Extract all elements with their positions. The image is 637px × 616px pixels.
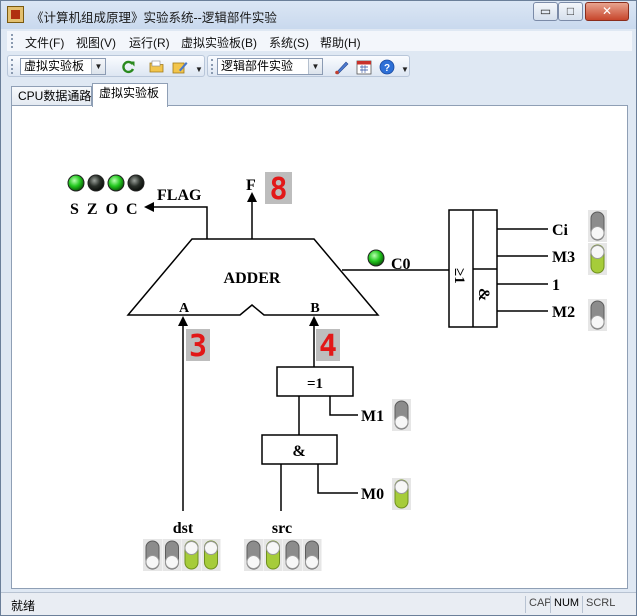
src-switch-1[interactable]: [263, 539, 283, 571]
tab-virtual-board[interactable]: 虚拟实验板: [92, 83, 168, 107]
status-bar: 就绪 CAP NUM SCRL: [1, 592, 636, 615]
maximize-button[interactable]: □: [558, 2, 583, 21]
xor-gate: [276, 366, 354, 397]
menu-run[interactable]: 运行(R): [129, 36, 170, 50]
input-b-label: B: [310, 301, 319, 316]
flag-led-o: [107, 174, 125, 192]
flag-letters: S Z O C: [70, 201, 140, 218]
ci-label: Ci: [552, 222, 569, 239]
toolbar-main: 虚拟实验板 ▼ ▼: [7, 55, 205, 77]
or-gate-label: ≥1: [451, 268, 467, 284]
menu-help[interactable]: 帮助(H): [320, 36, 361, 50]
b-display-value: 4: [319, 329, 337, 364]
menubar-grip[interactable]: [11, 34, 14, 48]
open-folder-icon[interactable]: [149, 59, 165, 75]
input-a-label: A: [179, 301, 190, 316]
experiment-select[interactable]: 逻辑部件实验 ▼: [217, 58, 323, 75]
m0-switch[interactable]: [392, 478, 411, 510]
dst-switch-group: [143, 539, 221, 571]
flag-led-s: [67, 174, 85, 192]
flag-label: FLAG: [157, 187, 202, 204]
refresh-icon[interactable]: [120, 59, 136, 75]
dst-switch-2[interactable]: [182, 539, 201, 571]
dst-switch-1[interactable]: [162, 539, 182, 571]
circuit-diagram: ADDER A B FLAG S Z O C F 8 C0: [67, 172, 607, 571]
toolbar-grip[interactable]: [211, 59, 214, 74]
and-gate-label: &: [292, 443, 305, 460]
chevron-down-icon: ▼: [91, 59, 105, 74]
toolbar-overflow-icon[interactable]: ▼: [401, 65, 409, 74]
xor-gate-label: =1: [307, 376, 323, 392]
minimize-button[interactable]: ▭: [533, 2, 558, 21]
dst-switch-3[interactable]: [201, 539, 221, 571]
dst-label: dst: [173, 520, 194, 537]
status-scrl: SCRL: [582, 596, 615, 613]
calendar-icon[interactable]: [356, 59, 372, 75]
f-display: [265, 172, 292, 204]
ci-switch[interactable]: [588, 210, 607, 242]
flag-led-z: [87, 174, 105, 192]
minimize-icon: ▭: [539, 4, 552, 18]
adder-block: [126, 238, 380, 316]
edit-icon[interactable]: [172, 59, 188, 75]
a-display-value: 3: [189, 329, 207, 364]
carry-led: [367, 249, 385, 267]
flag-led-c: [127, 174, 145, 192]
menu-bar: 文件(F) 视图(V) 运行(R) 虚拟实验板(B) 系统(S) 帮助(H): [7, 31, 632, 51]
src-switch-2[interactable]: [283, 539, 302, 571]
m0-label: M0: [361, 486, 384, 503]
carry-label: C0: [391, 256, 411, 273]
board-select-value: 虚拟实验板: [24, 59, 85, 73]
m3-label: M3: [552, 249, 575, 266]
menu-system[interactable]: 系统(S): [269, 36, 309, 50]
tab-cpu-datapath[interactable]: CPU数据通路: [11, 86, 92, 106]
close-icon: ✕: [601, 4, 613, 18]
status-num: NUM: [550, 596, 579, 613]
m2-label: M2: [552, 304, 575, 321]
experiment-panel: ADDER A B FLAG S Z O C F 8 C0: [11, 105, 628, 589]
chevron-down-icon: ▼: [308, 59, 322, 74]
title-bar[interactable]: 《计算机组成原理》实验系统--逻辑部件实验 ▭ □ ✕: [1, 1, 636, 29]
toolbar-overflow-icon[interactable]: ▼: [195, 65, 203, 74]
svg-text:?: ?: [384, 63, 390, 74]
close-button[interactable]: ✕: [585, 2, 629, 21]
board-select[interactable]: 虚拟实验板 ▼: [20, 58, 106, 75]
menu-board[interactable]: 虚拟实验板(B): [181, 36, 257, 50]
window-title: 《计算机组成原理》实验系统--逻辑部件实验: [31, 11, 277, 25]
menu-file[interactable]: 文件(F): [25, 36, 65, 50]
m2-switch[interactable]: [588, 299, 607, 331]
adder-label: ADDER: [224, 270, 281, 287]
output-f-label: F: [246, 177, 256, 194]
f-display-value: 8: [269, 172, 287, 207]
status-text: 就绪: [11, 599, 36, 613]
a-display: [186, 329, 210, 361]
m3-switch[interactable]: [588, 243, 607, 275]
brush-icon[interactable]: [334, 59, 350, 75]
m1-label: M1: [361, 408, 384, 425]
toolbar-grip[interactable]: [11, 59, 14, 74]
toolbar-experiment: 逻辑部件实验 ▼ ? ▼: [207, 55, 410, 77]
and-gate-vertical-label: &: [475, 288, 492, 301]
one-label: 1: [552, 277, 560, 294]
m1-switch[interactable]: [392, 399, 411, 431]
menu-view[interactable]: 视图(V): [76, 36, 116, 50]
help-icon[interactable]: ?: [379, 59, 395, 75]
src-switch-0[interactable]: [244, 539, 263, 571]
b-display: [316, 329, 340, 361]
and-gate: [261, 434, 338, 465]
src-label: src: [272, 520, 292, 537]
app-icon[interactable]: [7, 6, 24, 23]
status-cap: CAP: [525, 596, 552, 613]
maximize-icon: □: [566, 4, 575, 18]
experiment-select-value: 逻辑部件实验: [221, 59, 294, 73]
src-switch-group: [244, 539, 322, 571]
dst-switch-0[interactable]: [143, 539, 162, 571]
src-switch-3[interactable]: [302, 539, 322, 571]
flag-leds: [67, 174, 145, 192]
